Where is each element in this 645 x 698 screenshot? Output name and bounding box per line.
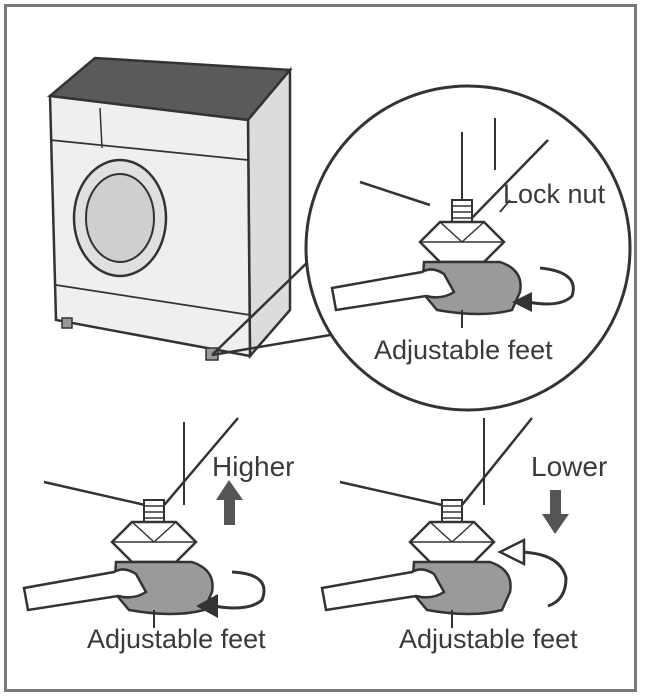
- higher-label: Higher: [212, 451, 295, 482]
- foot-higher: [22, 417, 266, 630]
- lower-label: Lower: [531, 451, 608, 482]
- adjustable-feet-label-left: Adjustable feet: [87, 624, 266, 654]
- down-arrow-icon: [542, 490, 569, 534]
- up-arrow-icon: [216, 480, 243, 525]
- rotate-arrow-icon: [213, 570, 266, 610]
- rotate-arrow-icon: [515, 550, 568, 608]
- adjustable-feet-label-right: Adjustable feet: [399, 624, 578, 654]
- lock-nut-label: Lock nut: [503, 179, 606, 209]
- zoom-callout: [211, 84, 632, 412]
- foot-lower: [320, 417, 569, 630]
- rotate-arrow-icon: [527, 266, 575, 306]
- adjustable-feet-label-zoom: Adjustable feet: [374, 335, 553, 365]
